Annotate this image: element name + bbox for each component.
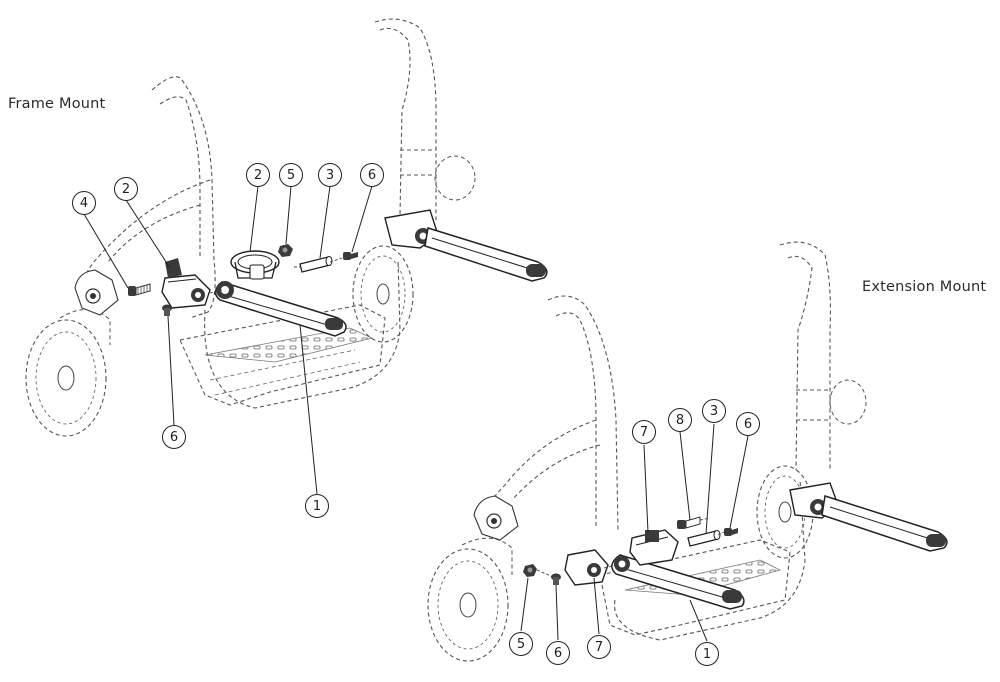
part-7-clamp-lower bbox=[564, 549, 609, 586]
frame-mount-title: Frame Mount bbox=[8, 96, 106, 112]
part-7-clamp-upper bbox=[629, 529, 679, 566]
callouts-ext bbox=[520, 423, 749, 642]
callout-frame-2: 2 bbox=[114, 177, 138, 201]
part-3-pin-ext bbox=[687, 530, 721, 547]
footplate-frame bbox=[179, 304, 386, 406]
part-2-clamp-left bbox=[161, 258, 211, 309]
callout-frame-4: 4 bbox=[72, 191, 96, 215]
callout-extension-3: 3 bbox=[702, 399, 726, 423]
frame-tube-left bbox=[151, 76, 216, 319]
footplate-extension bbox=[599, 539, 791, 636]
part-6-bolt-left bbox=[162, 304, 172, 316]
part-3-pin-frame bbox=[299, 256, 333, 273]
callout-extension-7: 7 bbox=[587, 635, 611, 659]
frame-tube-right bbox=[374, 18, 437, 220]
callout-extension-5: 5 bbox=[509, 632, 533, 656]
callout-frame-1: 1 bbox=[305, 494, 329, 518]
assembled-arm-ext-right bbox=[789, 482, 948, 552]
part-5-nut-ext bbox=[523, 564, 537, 577]
callout-frame-6: 6 bbox=[162, 425, 186, 449]
frame-mount-assembly bbox=[25, 18, 548, 437]
callout-frame-5: 5 bbox=[279, 163, 303, 187]
part-2-ring-clamp bbox=[230, 250, 280, 280]
callout-frame-6: 6 bbox=[360, 163, 384, 187]
callouts-frame bbox=[83, 185, 373, 495]
callout-extension-7: 7 bbox=[632, 420, 656, 444]
part-1-footrest-arm-frame bbox=[214, 281, 347, 337]
extension-mount-assembly bbox=[427, 241, 948, 662]
caster-wheel-ext-left bbox=[427, 537, 513, 662]
part-1-footrest-arm-ext bbox=[611, 554, 745, 610]
callout-extension-1: 1 bbox=[695, 642, 719, 666]
callout-extension-6: 6 bbox=[736, 412, 760, 436]
callout-extension-8: 8 bbox=[668, 408, 692, 432]
callout-extension-6: 6 bbox=[546, 641, 570, 665]
assembled-arm-right bbox=[384, 209, 548, 282]
part-6-bolt-ext-up bbox=[724, 528, 738, 536]
caster-wheel-right bbox=[352, 245, 414, 343]
callout-frame-2: 2 bbox=[246, 163, 270, 187]
part-6-bolt-right bbox=[343, 252, 358, 260]
extension-mount-title: Extension Mount bbox=[862, 279, 987, 295]
part-5-nut-frame bbox=[278, 244, 293, 257]
caster-wheel-left bbox=[25, 309, 111, 437]
part-8-screw bbox=[677, 516, 701, 529]
callout-frame-3: 3 bbox=[318, 163, 342, 187]
part-6-bolt-ext-low bbox=[551, 573, 561, 585]
part-4-screw bbox=[128, 283, 151, 296]
